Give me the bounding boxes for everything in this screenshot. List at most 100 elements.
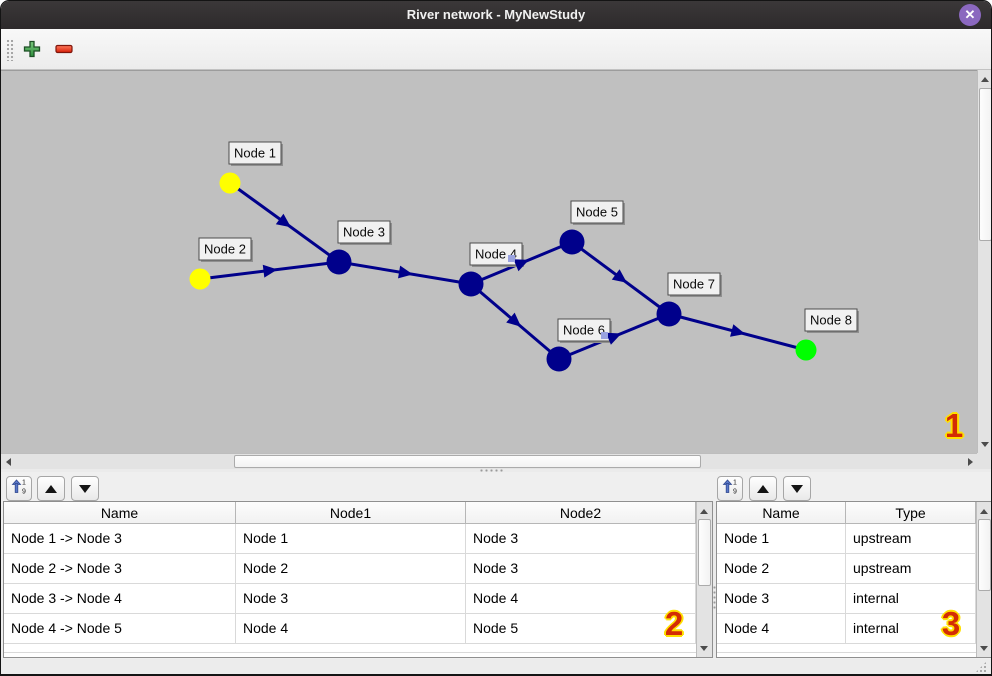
- network-node[interactable]: [458, 271, 484, 297]
- scroll-up-button[interactable]: [697, 504, 711, 518]
- node-label-box[interactable]: [198, 237, 252, 261]
- table-cell[interactable]: internal: [846, 584, 976, 613]
- canvas-hscroll-thumb[interactable]: [234, 455, 701, 468]
- table-cell[interactable]: Node 3: [466, 554, 696, 583]
- network-node[interactable]: [219, 172, 241, 194]
- node-label-text: Node 7: [673, 277, 715, 292]
- column-header-type[interactable]: Type: [846, 502, 976, 524]
- scroll-up-button[interactable]: [978, 72, 991, 86]
- scroll-up-button[interactable]: [977, 504, 991, 518]
- table-cell[interactable]: Node 1: [717, 524, 846, 553]
- table-cell[interactable]: Node 3: [466, 524, 696, 553]
- title-bar[interactable]: River network - MyNewStudy ✕: [1, 1, 991, 29]
- window-title: River network - MyNewStudy: [406, 7, 586, 22]
- network-node[interactable]: [546, 346, 572, 372]
- toolbar-drag-handle[interactable]: [6, 39, 15, 61]
- svg-text:9: 9: [22, 489, 26, 496]
- table-cell[interactable]: Node 3 -> Node 4: [4, 584, 236, 613]
- table-cell[interactable]: upstream: [846, 524, 976, 553]
- network-node[interactable]: [656, 301, 682, 327]
- scroll-down-button[interactable]: [978, 437, 991, 451]
- nodes-sort-button[interactable]: 1 9: [717, 476, 743, 501]
- resize-grip[interactable]: [975, 661, 987, 673]
- table-cell[interactable]: Node 3: [236, 584, 466, 613]
- edge-arrowhead-icon: [262, 264, 278, 278]
- table-cell[interactable]: Node 4: [236, 614, 466, 643]
- links-move-up-button[interactable]: [37, 476, 65, 501]
- arrow-right-icon: [967, 458, 973, 466]
- node-label-box[interactable]: [570, 200, 624, 224]
- nodes-table-header: Name Type: [717, 502, 976, 524]
- sort-ascending-icon: 1 9: [10, 477, 28, 500]
- network-node[interactable]: [795, 339, 817, 361]
- edge-arrowhead-icon: [275, 213, 291, 228]
- horizontal-splitter[interactable]: [1, 469, 991, 472]
- nodes-vscroll-thumb[interactable]: [978, 519, 991, 591]
- remove-node-button[interactable]: [54, 39, 74, 59]
- edge-handle[interactable]: [601, 332, 608, 339]
- annotation-1: 1: [944, 407, 964, 444]
- scroll-right-button[interactable]: [963, 455, 977, 469]
- table-cell[interactable]: internal: [846, 614, 976, 643]
- table-cell[interactable]: Node 2: [236, 554, 466, 583]
- node-label-box[interactable]: [804, 308, 858, 332]
- column-header-node1[interactable]: Node1: [236, 502, 466, 524]
- main-toolbar: [1, 29, 991, 70]
- canvas-vscroll-thumb[interactable]: [979, 88, 991, 241]
- table-cell[interactable]: Node 2 -> Node 3: [4, 554, 236, 583]
- table-cell[interactable]: Node 3: [717, 584, 846, 613]
- scrollbar-corner: [977, 453, 991, 469]
- table-cell[interactable]: Node 1: [236, 524, 466, 553]
- nodes-table-vscrollbar[interactable]: [976, 502, 991, 657]
- table-cell[interactable]: Node 4: [466, 584, 696, 613]
- links-move-down-button[interactable]: [71, 476, 99, 501]
- table-cell[interactable]: Node 4 -> Node 5: [4, 614, 236, 643]
- scroll-down-button[interactable]: [977, 641, 991, 655]
- triangle-down-icon: [791, 484, 803, 493]
- edge-handle[interactable]: [508, 255, 515, 262]
- edge-arrowhead-icon: [506, 312, 522, 327]
- triangle-up-icon: [45, 484, 57, 493]
- table-cell[interactable]: Node 4: [717, 614, 846, 643]
- node-label-box[interactable]: [337, 220, 391, 244]
- links-table-vscrollbar[interactable]: [696, 502, 712, 657]
- canvas-vertical-scrollbar[interactable]: [977, 70, 991, 453]
- node-label-box[interactable]: [667, 272, 721, 296]
- table-cell[interactable]: Node 2: [717, 554, 846, 583]
- column-header-name[interactable]: Name: [4, 502, 236, 524]
- nodes-move-up-button[interactable]: [749, 476, 777, 501]
- close-button[interactable]: ✕: [959, 4, 981, 26]
- network-node[interactable]: [326, 249, 352, 275]
- node-label-box[interactable]: [557, 318, 611, 342]
- links-vscroll-thumb[interactable]: [698, 519, 711, 586]
- network-node[interactable]: [559, 229, 585, 255]
- table-cell[interactable]: Node 5: [466, 614, 696, 643]
- add-node-button[interactable]: [22, 39, 42, 59]
- canvas-horizontal-scrollbar[interactable]: [1, 453, 977, 469]
- links-sort-button[interactable]: 1 9: [6, 476, 32, 501]
- scroll-left-button[interactable]: [1, 455, 15, 469]
- node-label-text: Node 1: [234, 146, 276, 161]
- nodes-move-down-button[interactable]: [783, 476, 811, 501]
- table-cell[interactable]: upstream: [846, 554, 976, 583]
- vertical-splitter[interactable]: [713, 501, 716, 658]
- table-cell[interactable]: Node 1 -> Node 3: [4, 524, 236, 553]
- edge-arrowhead-icon: [513, 259, 529, 272]
- column-header-node2[interactable]: Node2: [466, 502, 696, 524]
- scroll-down-button[interactable]: [697, 641, 711, 655]
- arrow-down-icon: [700, 645, 708, 651]
- network-node[interactable]: [189, 268, 211, 290]
- node-label-box[interactable]: [228, 141, 282, 165]
- column-header-name[interactable]: Name: [717, 502, 846, 524]
